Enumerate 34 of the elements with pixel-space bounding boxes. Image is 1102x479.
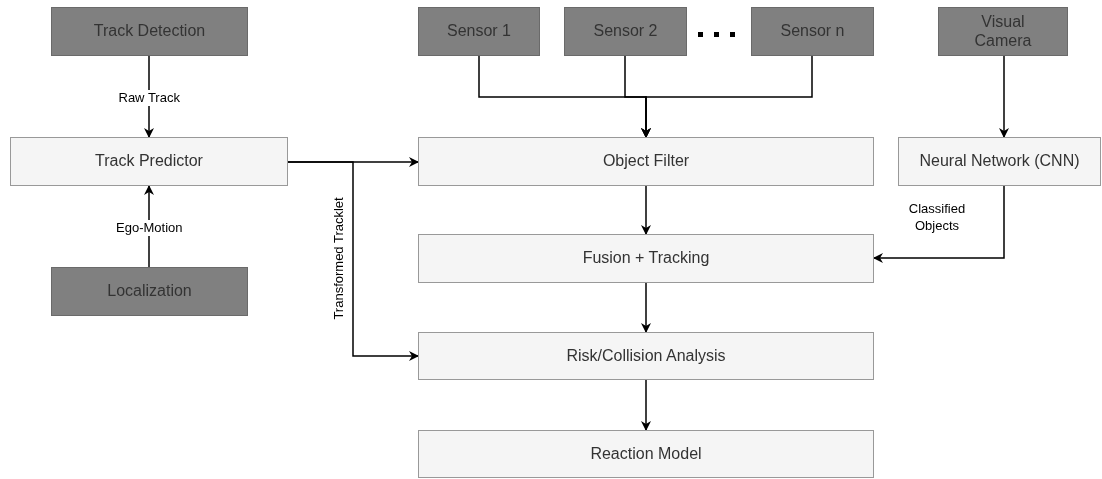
box-label: Sensor n <box>780 22 845 41</box>
box-label: Reaction Model <box>590 444 702 464</box>
box-label: Sensor 2 <box>593 22 658 41</box>
process-box <box>418 137 874 186</box>
box-label: Neural Network (CNN) <box>919 152 1080 171</box>
arrow <box>999 55 1009 138</box>
input-box <box>51 7 248 56</box>
process-box <box>418 430 874 478</box>
edge-label: Classified Objects <box>907 201 967 235</box>
box-label: Fusion + Tracking <box>582 249 710 268</box>
input-box <box>938 7 1068 56</box>
input-box <box>418 7 540 56</box>
box-label: Localization <box>107 282 192 301</box>
box-label: Object Filter <box>602 152 690 171</box>
arrow <box>641 379 651 431</box>
box-label: Visual Camera <box>973 13 1033 50</box>
edge-label: Raw Track <box>116 89 182 107</box>
process-box <box>418 332 874 380</box>
edge-label: Ego-Motion <box>114 219 185 237</box>
arrow <box>641 55 813 138</box>
arrow <box>873 185 1005 263</box>
arrow <box>287 161 419 361</box>
arrow <box>641 185 651 235</box>
process-box <box>10 137 288 186</box>
box-label: Risk/Collision Analysis <box>566 346 726 366</box>
input-box <box>564 7 687 56</box>
process-box <box>898 137 1101 186</box>
input-box <box>751 7 874 56</box>
box-label: Track Detection <box>93 22 206 41</box>
arrow <box>641 282 651 333</box>
process-box <box>418 234 874 283</box>
box-label: Sensor 1 <box>446 22 511 41</box>
input-box <box>51 267 248 316</box>
box-label: Track Predictor <box>95 152 203 171</box>
